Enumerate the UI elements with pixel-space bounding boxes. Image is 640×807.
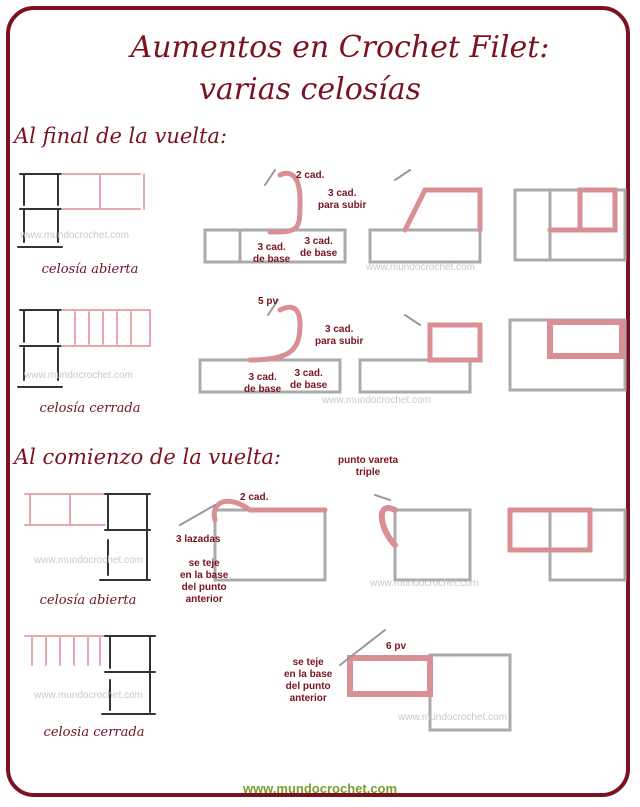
- photo-open-end-step1: [203, 169, 347, 264]
- label-6-pv: 6 pv: [386, 641, 407, 652]
- watermark-3: www.mundocrochet.com: [24, 370, 133, 381]
- label-3-cad-para-subir-closed: 3 cad. para subir: [315, 324, 364, 347]
- photo-closed-end-step1: [198, 299, 342, 394]
- watermark-7: www.mundocrochet.com: [34, 690, 143, 701]
- label-se-teje-start-closed: se teje en la base del punto anterior: [284, 657, 333, 704]
- caption-open-end: celosía abierta: [41, 262, 139, 277]
- page-subtitle: varias celosías: [198, 72, 422, 107]
- watermark-4: www.mundocrochet.com: [322, 395, 431, 406]
- photo-open-end-step3: [513, 187, 627, 262]
- label-3-cad-de-base-end-1: 3 cad. de base: [253, 242, 291, 265]
- label-2-cad-end: 2 cad.: [296, 170, 325, 181]
- caption-closed-end: celosía cerrada: [39, 401, 141, 416]
- page-frame: [6, 6, 630, 797]
- photo-closed-end-step2: [358, 314, 483, 394]
- label-3-cad-de-base-end-2: 3 cad. de base: [300, 236, 338, 259]
- watermark-8: www.mundocrochet.com: [398, 712, 507, 723]
- label-5-pv: 5 pv: [258, 296, 279, 307]
- label-3-cad-de-base-closed-2: 3 cad. de base: [290, 368, 328, 391]
- symbol-chart-open-start: [24, 493, 151, 581]
- label-punto-vareta-triple: punto vareta triple: [338, 455, 399, 478]
- watermark-1: www.mundocrochet.com: [20, 230, 129, 241]
- symbol-chart-closed-start: [24, 635, 156, 715]
- label-2-cad-start: 2 cad.: [240, 492, 269, 503]
- photo-open-start-step2: [374, 494, 472, 582]
- symbol-chart-closed-end: [17, 309, 151, 388]
- watermark-6: www.mundocrochet.com: [370, 578, 479, 589]
- label-3-lazadas: 3 lazadas: [176, 534, 221, 545]
- watermark-2: www.mundocrochet.com: [366, 262, 475, 273]
- section-heading-start-of-row: Al comienzo de la vuelta:: [14, 445, 281, 469]
- label-se-teje-start-open: se teje en la base del punto anterior: [180, 558, 229, 605]
- photo-open-end-step2: [368, 169, 483, 264]
- page-title: Aumentos en Crochet Filet:: [130, 30, 550, 65]
- label-3-cad-para-subir-end: 3 cad. para subir: [318, 188, 367, 211]
- photo-closed-start: [339, 629, 512, 732]
- caption-open-start: celosía abierta: [39, 593, 137, 608]
- label-3-cad-de-base-closed-1: 3 cad. de base: [244, 372, 282, 395]
- watermark-5: www.mundocrochet.com: [34, 555, 143, 566]
- caption-closed-start: celosia cerrada: [43, 725, 145, 740]
- symbol-chart-open-end: [17, 173, 145, 248]
- photo-closed-end-step3: [508, 318, 627, 392]
- footer-website-link[interactable]: www.mundocrochet.com: [242, 781, 398, 796]
- photo-open-start-step3: [507, 507, 627, 582]
- photo-open-start-step1: [179, 498, 328, 582]
- section-heading-end-of-row: Al final de la vuelta:: [14, 124, 228, 148]
